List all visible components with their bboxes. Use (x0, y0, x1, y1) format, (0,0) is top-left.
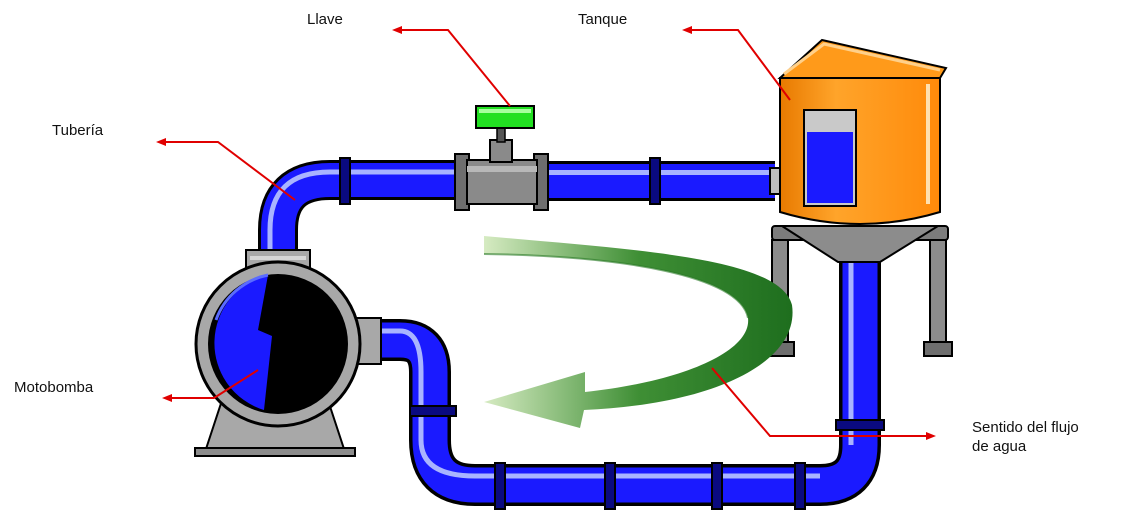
tank-roof-highlight (783, 42, 941, 76)
flow-arrow-body (484, 236, 793, 428)
tank-foot (923, 341, 953, 357)
pump-base-plate (194, 447, 356, 457)
tank-water-level (807, 132, 853, 203)
leader-line-motobomba (170, 369, 259, 399)
valve-bonnet (489, 139, 513, 163)
pump-water (214, 275, 272, 410)
label-motobomba: Motobomba (14, 379, 94, 396)
valve-body-highlight (467, 166, 537, 172)
pipe-joint (649, 157, 661, 205)
pump (194, 249, 382, 457)
pipe-joint (409, 405, 457, 417)
pipe-joint (794, 462, 806, 510)
pump-water-highlight (214, 273, 269, 321)
leader-arrowhead-tanque (682, 26, 692, 34)
pipe-joint (339, 157, 351, 205)
leader-arrowhead-tuberia (156, 138, 166, 146)
pipe-bottom-highlight (380, 328, 820, 479)
label-llave: Llave (307, 11, 343, 28)
pipe-joints (339, 157, 885, 510)
leader-arrowhead-motobomba (162, 394, 172, 402)
leader-arrowhead-llave (392, 26, 402, 34)
pipe-bottom (380, 262, 878, 503)
leader-line-tanque (690, 29, 791, 101)
flow-direction-arrow (483, 236, 793, 428)
label-tuberia: Tubería (52, 122, 104, 139)
pipe-top-left-highlight (267, 169, 455, 250)
valve-handle-highlight (479, 109, 531, 113)
tank-body-highlight (926, 84, 930, 204)
pipe-joint (604, 462, 616, 510)
tank-leg (929, 239, 947, 347)
pipe-joint (835, 419, 885, 431)
leader-line-sentido (711, 367, 928, 437)
leader-line-llave (400, 29, 511, 107)
label-sentido-flujo: Sentido del flujo de agua (972, 418, 1142, 456)
label-sentido-line2: de agua (972, 438, 1027, 455)
label-tanque: Tanque (578, 11, 628, 28)
valve (454, 105, 549, 211)
leader-lines (156, 26, 936, 440)
tank-roof (777, 38, 948, 79)
pipe-joint (494, 462, 506, 510)
leader-line-tuberia (164, 141, 296, 201)
pipe-top-left (261, 163, 455, 250)
pump-inlet-flange-highlight (250, 256, 306, 260)
flow-arrow-edge (483, 253, 749, 319)
tank-cone (778, 225, 942, 263)
label-sentido-line1: Sentido del flujo (972, 419, 1079, 436)
leader-arrowhead-sentido (926, 432, 936, 440)
pipe-joint (711, 462, 723, 510)
